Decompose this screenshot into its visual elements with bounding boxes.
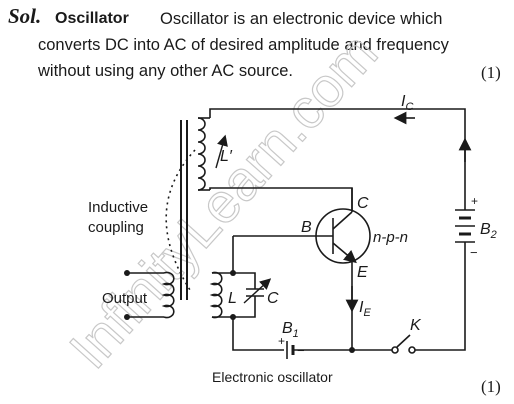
solution-heading: Oscillator — [55, 10, 129, 27]
label-emitter: E — [357, 264, 368, 281]
solution-line-3: without using any other AC source. — [38, 62, 293, 80]
wire-bottom-left — [232, 317, 284, 351]
junction-emitter — [349, 347, 355, 353]
wire-bottom-right — [415, 248, 466, 351]
label-ic: IC — [401, 93, 413, 113]
label-ie: IE — [359, 299, 371, 319]
solution-line-2: converts DC into AC of desired amplitude… — [38, 36, 449, 54]
coil-l-prime — [197, 117, 228, 191]
output-terminal-bottom — [124, 314, 130, 320]
transistor-npn — [233, 208, 371, 264]
coupling-arc — [165, 149, 196, 291]
battery-b2 — [455, 205, 475, 248]
label-b2: B2 — [480, 221, 497, 241]
b2-minus: − — [470, 245, 478, 260]
label-c: C — [267, 290, 279, 307]
label-key: K — [410, 317, 422, 334]
label-l-prime: L′ — [220, 148, 233, 165]
b1-minus: − — [297, 343, 305, 358]
label-base: B — [301, 219, 312, 236]
b1-plus: + — [278, 334, 285, 348]
solution-line-1: Oscillator is an electronic device which — [160, 10, 443, 28]
label-l: L — [228, 290, 237, 307]
coil-output — [127, 271, 175, 319]
solution-mark-1: (1) — [481, 63, 501, 82]
label-inductive: Inductive — [88, 199, 148, 216]
battery-b1 — [286, 341, 295, 359]
label-coupling: coupling — [88, 219, 144, 236]
solution-mark-2: (1) — [481, 377, 501, 396]
b2-plus: + — [471, 194, 478, 208]
label-npn: n-p-n — [373, 229, 408, 246]
solution-prefix: Sol. — [8, 4, 42, 28]
diagram-caption: Electronic oscillator — [212, 369, 333, 385]
key-k — [391, 334, 416, 354]
label-collector: C — [357, 195, 369, 212]
coil-l — [209, 271, 233, 319]
output-terminal-top — [124, 270, 130, 276]
label-b1: B1 — [282, 320, 299, 340]
capacitor-c — [233, 272, 272, 318]
label-output: Output — [102, 290, 148, 307]
